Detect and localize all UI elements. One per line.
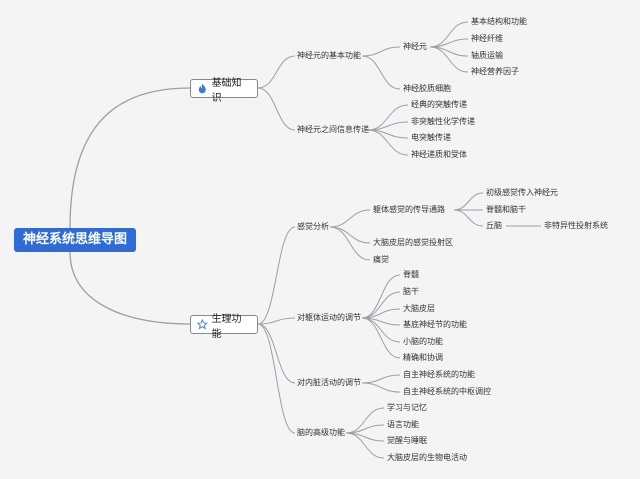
connector-line [429,46,469,73]
topic-spinal-cord[interactable]: 脊髓 [403,270,419,279]
topic-wake-sleep[interactable]: 觉醒与睡眠 [387,436,427,445]
topic-visceral-regulation[interactable]: 对内脏活动的调节 [297,378,361,387]
topic-autonomic-function[interactable]: 自主神经系统的功能 [403,370,475,379]
connector-line [257,55,296,89]
connector-line [361,317,401,359]
topic-language[interactable]: 语言功能 [387,420,419,429]
topic-classic-synapse[interactable]: 经典的突触传递 [411,100,467,109]
root-title: 神经系统思维导图 [22,232,127,247]
connector-line [257,226,296,325]
topic-pain[interactable]: 痛觉 [373,255,389,264]
topic-axoplasmic-transport[interactable]: 轴质运输 [471,51,503,60]
connector-line [345,407,385,434]
connector-line [367,129,409,156]
connector-line [453,209,484,227]
connector-line [329,226,371,261]
topic-glial-cell[interactable]: 神经胶质细胞 [403,84,451,93]
connector-line [361,291,401,319]
connector-line [329,209,371,228]
topic-brainstem[interactable]: 脑干 [403,287,419,296]
topic-sensory-analysis[interactable]: 感觉分析 [297,222,329,231]
connector-line [257,317,296,325]
topic-electrical-synapse[interactable]: 电突触传递 [411,133,451,142]
topic-precision-coordination[interactable]: 精确和协调 [403,353,443,362]
connector-line [257,87,296,131]
topic-signal-transmission[interactable]: 神经元之间信息传递 [297,125,369,134]
topic-thalamus[interactable]: 丘脑 [486,221,502,230]
connector-line [257,323,296,384]
branch-label: 生理功能 [211,313,242,340]
topic-structure-function[interactable]: 基本结构和功能 [471,17,527,26]
fire-icon [198,83,206,94]
connector-line [257,323,296,434]
topic-transmitter-receptor[interactable]: 神经递质和受体 [411,150,467,159]
connector-line [429,21,469,48]
topic-nerve-fiber[interactable]: 神经纤维 [471,34,503,43]
topic-nonsynaptic[interactable]: 非突触性化学传递 [411,117,475,126]
topic-neurotrophic-factor[interactable]: 神经营养因子 [471,67,519,76]
connector-line [453,192,484,211]
topic-higher-function[interactable]: 脑的高级功能 [297,428,345,437]
connector-line [329,226,371,244]
topic-somatic-pathway[interactable]: 躯体感觉的传导通路 [373,205,445,214]
connector-line [361,46,401,57]
connector-line [345,432,385,459]
topic-autonomic-central[interactable]: 自主神经系统的中枢调控 [403,387,491,396]
connector-line [69,251,191,325]
connector-line [361,274,401,319]
topic-cerebral-cortex[interactable]: 大脑皮层 [403,304,435,313]
topic-cerebellum[interactable]: 小脑的功能 [403,337,443,346]
connector-line [69,87,191,229]
topic-learning-memory[interactable]: 学习与记忆 [387,403,427,412]
topic-motor-regulation[interactable]: 对躯体运动的调节 [297,313,361,322]
topic-primary-afferent[interactable]: 初级感觉传入神经元 [486,188,558,197]
topic-sensory-cortex[interactable]: 大脑皮层的感觉投射区 [373,238,453,247]
topic-nonspecific-projection[interactable]: 非特异性投射系统 [544,221,608,230]
root-node[interactable]: 神经系统思维导图 [14,228,136,252]
topic-spinal-brainstem[interactable]: 脊髓和脑干 [486,205,526,214]
topic-basal-ganglia[interactable]: 基底神经节的功能 [403,320,467,329]
connector-line [361,382,401,393]
connector-line [361,374,401,384]
topic-neuron-basic-function[interactable]: 神经元的基本功能 [297,51,361,60]
connector-line [361,55,401,90]
topic-cortical-bioelectric[interactable]: 大脑皮层的生物电活动 [387,453,467,462]
topic-neuron[interactable]: 神经元 [403,42,427,51]
branch-physiology[interactable]: 生理功能 [190,314,258,340]
branch-basic-knowledge[interactable]: 基础知识 [190,78,258,104]
branch-label: 基础知识 [211,77,242,104]
star-icon [197,319,208,330]
